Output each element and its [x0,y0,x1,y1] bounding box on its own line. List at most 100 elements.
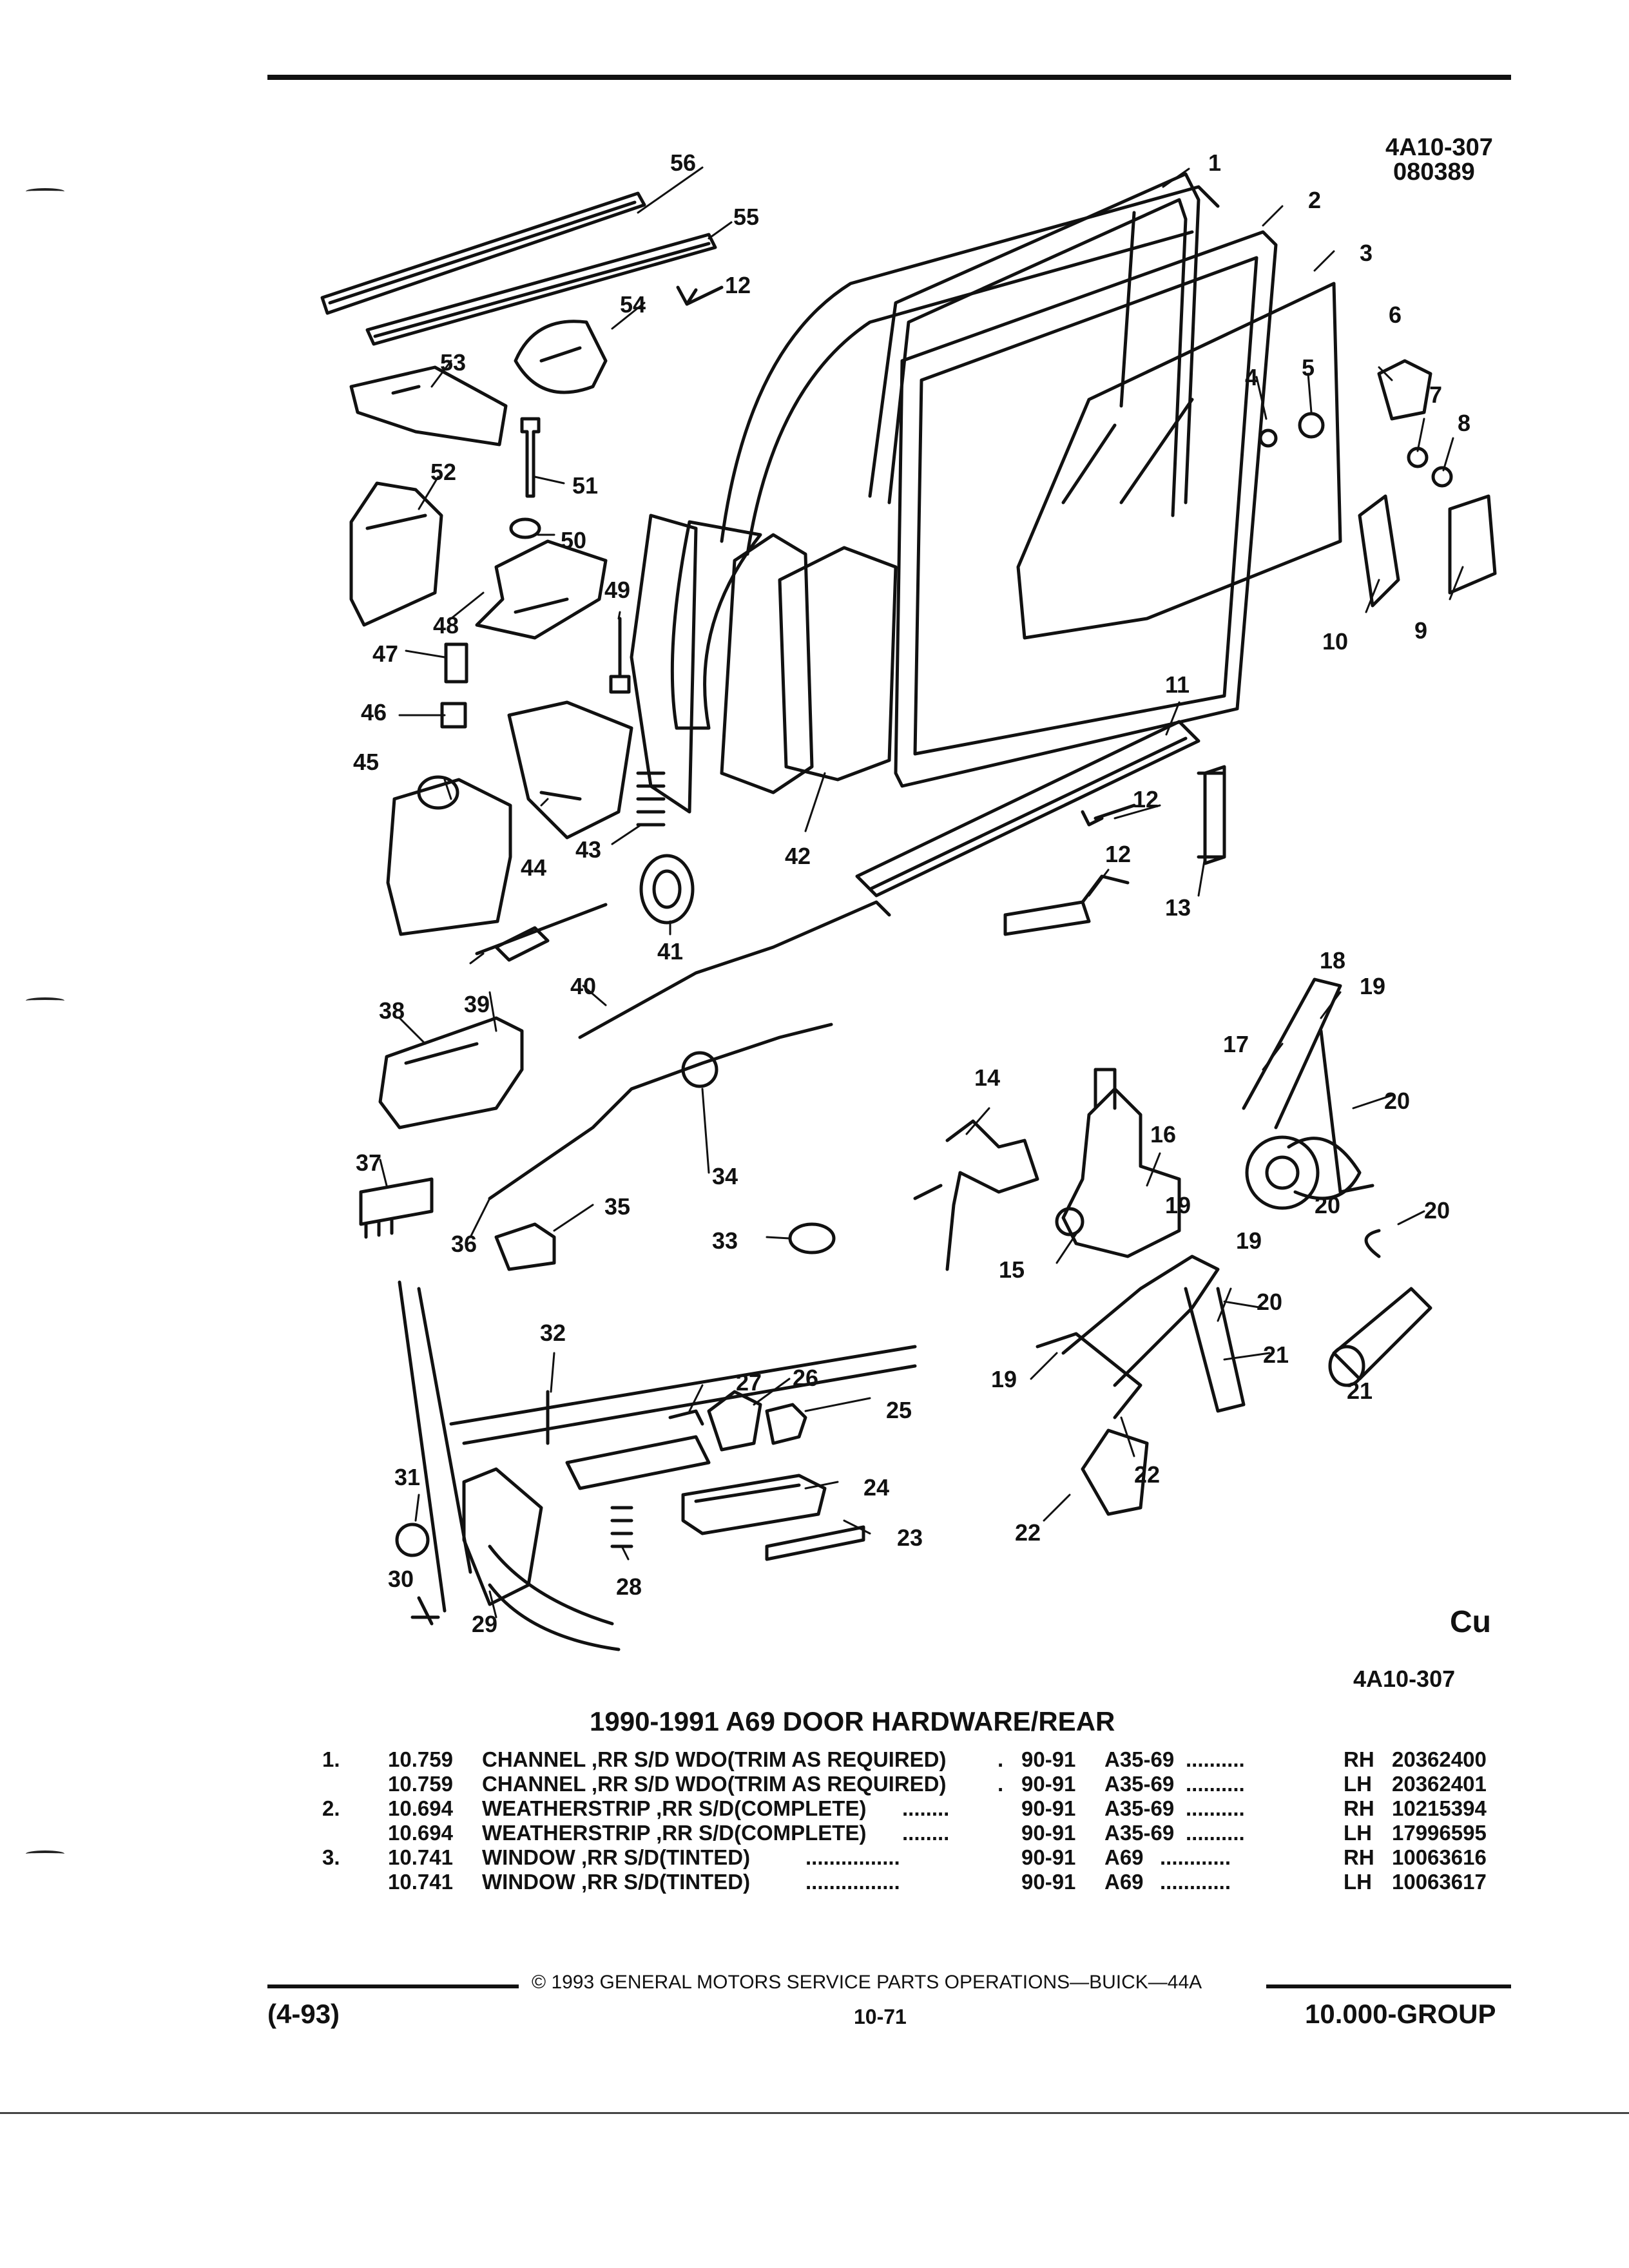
plate-57 [349,481,443,627]
lock-cylinder-30 [765,1403,807,1445]
hinge-49 [507,700,633,840]
callout-9: 9 [1414,617,1428,644]
side: LH [1344,1772,1372,1796]
callout-29: 24 [863,1474,890,1501]
bushing-5 [1298,412,1325,439]
side: RH [1344,1796,1374,1820]
bracket-58 [349,365,508,447]
leader-dots: .......... [1186,1772,1245,1796]
inside-handle-43 [378,1016,524,1129]
rod-44 [475,903,608,962]
leader-dots: . [998,1772,1004,1796]
rod-41 [488,1023,833,1200]
callout-42: 37 [356,1149,382,1176]
callout-34: 29 [472,1611,498,1637]
callout-19-lower: 19 [1165,1192,1191,1218]
years: 90-91 [1021,1845,1076,1869]
footer-rule-left [267,1984,519,1988]
side: LH [1344,1821,1372,1845]
window-3 [1016,282,1342,640]
model: A69 [1104,1845,1144,1869]
ref-number: 10.741 [388,1870,453,1894]
callout-43: 38 [379,997,405,1024]
ref-number: 10.694 [388,1821,453,1845]
callout-36: 31 [394,1464,421,1490]
leader-dots: ............ [1160,1870,1231,1894]
callout-25: 21 [1263,1341,1289,1368]
description: WEATHERSTRIP ,RR S/D(COMPLETE) [482,1796,867,1820]
callout-59: 54 [620,291,646,318]
door-lower-frame [398,1280,917,1651]
callout-26: 22 [1134,1461,1161,1488]
copyright-line: © 1993 GENERAL MOTORS SERVICE PARTS OPER… [532,1972,1202,1993]
callout-22-upper: 20 [1315,1192,1341,1218]
leader-dots: ................ [805,1845,900,1869]
callout-47: 42 [785,843,811,869]
scan-edge-line [0,2112,1629,2114]
callout-52: 47 [372,640,399,667]
callout-20-lower: 19 [1236,1227,1262,1254]
callout-60: 55 [733,204,760,230]
date-code: 080389 [1393,159,1475,186]
callout-18: 17 [1223,1031,1249,1057]
check-50 [386,775,512,936]
part-number: 10063616 [1392,1845,1487,1869]
callout-14: 13 [1165,894,1191,921]
screw-32 [668,1409,704,1426]
ref-number: 10.759 [388,1772,453,1796]
callout-8: 8 [1458,410,1471,436]
bracket-14 [1197,765,1226,865]
part-number: 20362400 [1392,1747,1487,1771]
callout-21-lower: 20 [1257,1289,1283,1315]
guide-10 [1358,494,1400,608]
hinge-59 [514,320,608,394]
leader-dots: ................ [805,1870,900,1894]
leader-dots: . [998,1747,1004,1771]
plate-6 [1377,359,1432,421]
bushing-51 [440,702,467,729]
leader-dots: ........ [902,1821,950,1845]
washer-55 [509,517,541,539]
side: RH [1344,1845,1374,1869]
callout-50: 45 [353,749,380,775]
sill-11 [855,720,1200,898]
years: 90-91 [1021,1870,1076,1894]
ref-number: 10.759 [388,1747,453,1771]
motor-17-gear [1055,1207,1084,1236]
callout-53: 48 [433,612,459,639]
callout-7: 7 [1429,381,1443,408]
callout-31: 26 [793,1365,819,1391]
upper-rail-61 [320,191,646,315]
grommet-46-inner [652,869,682,909]
nut-8 [1431,466,1453,488]
bushing-52 [444,642,468,684]
callout-1: 1 [1208,149,1222,176]
callout-6: 6 [1389,302,1402,328]
hinge-53 [475,539,608,640]
bolt-35 [410,1596,440,1626]
callout-24: 21 [1347,1378,1373,1404]
callout-46: 41 [657,938,684,965]
years: 90-91 [1021,1821,1076,1845]
leader-dots: .......... [1186,1747,1245,1771]
callout-19-upper: 18 [1320,947,1346,974]
drawing-number: 4A10-307 [1385,134,1493,161]
callout-38: 33 [712,1227,738,1254]
callout-54: 49 [604,577,631,603]
footer-rule-right [1266,1984,1511,1988]
callout-35: 30 [388,1566,414,1592]
rod-15 [913,1119,1039,1271]
callout-12-lower: 12 [1133,786,1159,812]
nut-36 [395,1523,430,1557]
callout-4: 4 [1245,364,1258,390]
parts-list-title: 1990-1991 A69 DOOR HARDWARE/REAR [590,1706,1115,1736]
part-number: 20362401 [1392,1772,1487,1796]
years: 90-91 [1021,1747,1076,1771]
clip-39 [681,1051,718,1088]
grommet-46 [639,854,695,925]
plug-38 [788,1222,836,1254]
top-rule [267,75,1511,80]
side: RH [1344,1747,1374,1771]
callout-33: 28 [616,1573,642,1600]
figure-mark: Cu [1450,1605,1491,1639]
